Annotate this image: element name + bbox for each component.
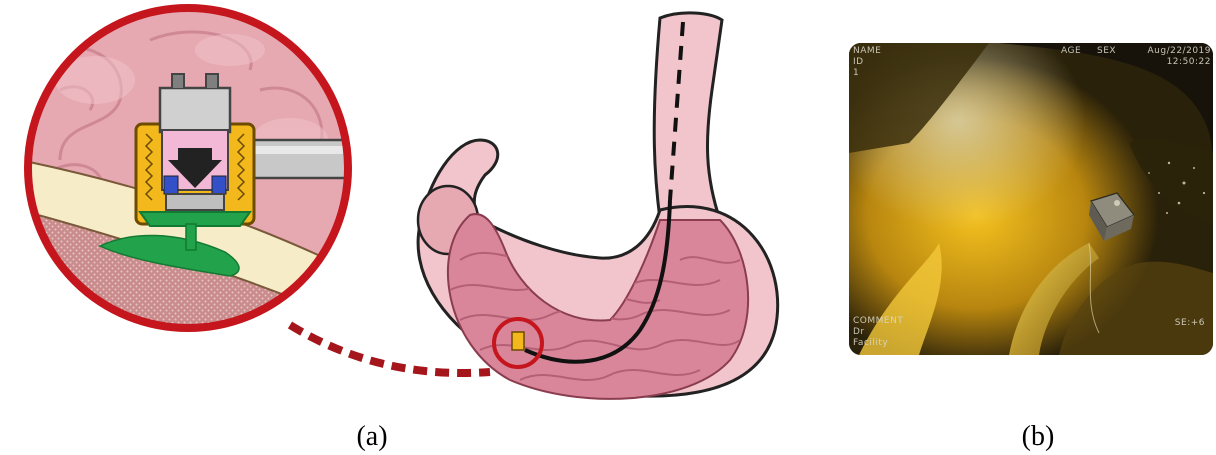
- osd-top-left: NAME ID 1: [853, 46, 881, 79]
- caption-b: (b): [1022, 421, 1055, 452]
- osd-doctor-label: Dr: [853, 327, 903, 338]
- osd-line3-label: 1: [853, 68, 881, 79]
- osd-se-label: SE:+6: [1175, 318, 1205, 329]
- osd-datetime: Aug/22/2019 12:50:22: [1148, 46, 1212, 68]
- osd-time: 12:50:22: [1148, 57, 1212, 68]
- endoscopic-scene: [849, 43, 1213, 355]
- osd-facility-label: Facility: [853, 338, 903, 349]
- caption-a: (a): [356, 421, 387, 452]
- osd-comment-label: COMMENT: [853, 316, 903, 327]
- osd-bottom-left: COMMENT Dr Facility: [853, 316, 903, 349]
- sensor-capsule: [512, 332, 524, 350]
- endoscopic-image: NAME ID 1 AGE SEX Aug/22/2019 12:50:22 C…: [849, 43, 1213, 355]
- stomach-illustration: [418, 13, 778, 399]
- magnified-callout: [20, 0, 362, 345]
- osd-date: Aug/22/2019: [1148, 46, 1212, 57]
- osd-id-label: ID: [853, 57, 881, 68]
- osd-name-label: NAME: [853, 46, 881, 57]
- callout-connector: [290, 325, 490, 373]
- osd-sex-label: SEX: [1097, 46, 1116, 57]
- osd-age-label: AGE: [1061, 46, 1081, 57]
